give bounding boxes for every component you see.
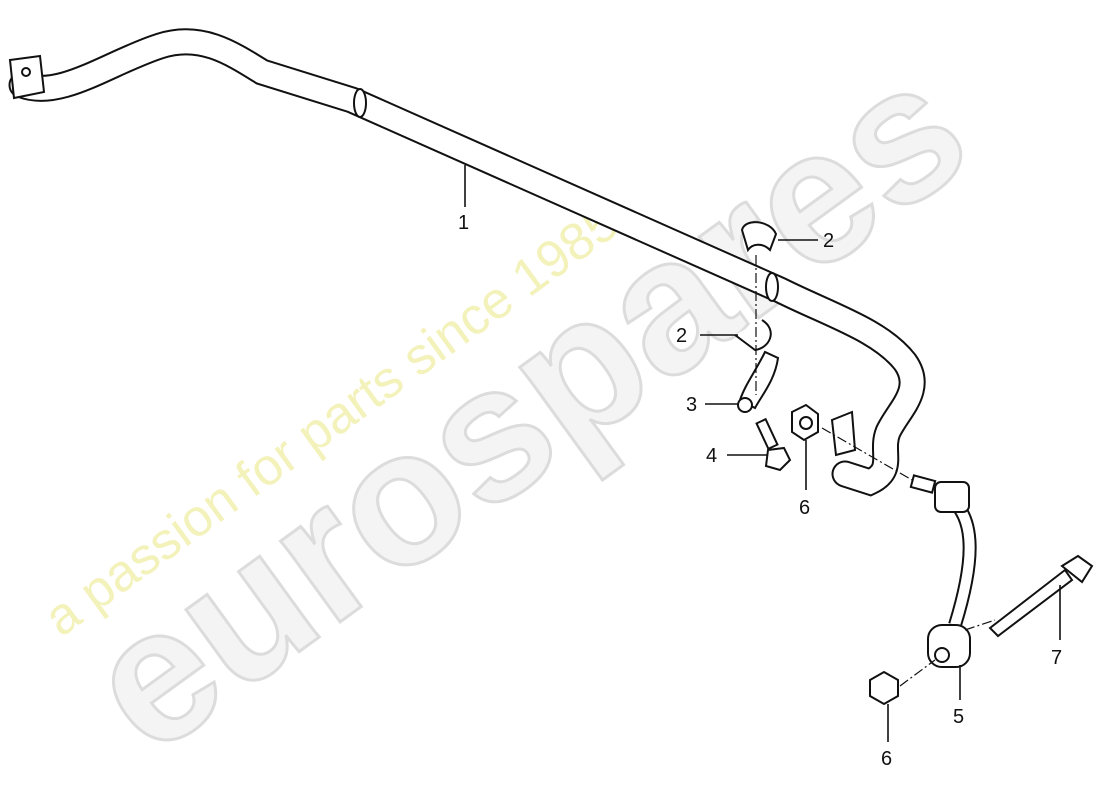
callout-3: 3 (686, 394, 697, 416)
callout-1: 1 (458, 212, 469, 234)
callout-2: 2 (676, 325, 687, 347)
leader-lines (464, 165, 1061, 742)
bushing-upper (740, 221, 778, 253)
watermark-brand: eurospares (49, 20, 1002, 794)
nut-upper (791, 403, 819, 442)
watermark: eurospares a passion for parts since 198… (34, 18, 1004, 795)
assembly-lines (755, 255, 996, 687)
callout-2: 2 (823, 230, 834, 252)
callout-6: 6 (881, 748, 892, 770)
callout-7: 7 (1051, 647, 1062, 669)
bolt-long (988, 554, 1094, 638)
callout-6: 6 (799, 497, 810, 519)
nut-lower (869, 670, 899, 706)
bushing-clip (734, 319, 772, 352)
stabilizer-bar (8, 28, 926, 497)
callout-4: 4 (706, 445, 717, 467)
bolt (755, 417, 792, 472)
coupling-rod (909, 474, 977, 668)
clamp (737, 350, 780, 413)
callout-5: 5 (953, 706, 964, 728)
bar-bracket (830, 410, 857, 457)
